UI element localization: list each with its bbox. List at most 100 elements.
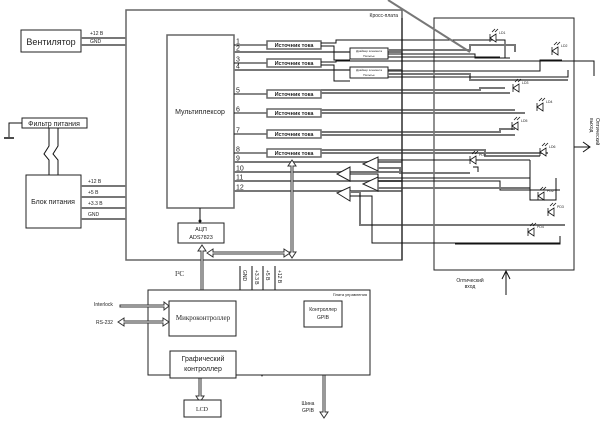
optical-output-label: Оптический (594, 118, 601, 146)
peltier-driver-label: Драйвер элемента (356, 49, 382, 53)
adc-label: АЦП (195, 227, 207, 233)
mux-channel-number: 2 (236, 46, 240, 53)
component-label: PD3 (557, 205, 564, 209)
gpib-controller-label: GPIB (317, 315, 330, 321)
component-label: PD2 (547, 189, 554, 193)
current-source-label: Источник тока (275, 111, 315, 117)
lcd-block (183, 399, 222, 418)
optical-input-label: вход (465, 284, 476, 290)
laser-diode-icon: LD4 (536, 97, 552, 112)
laser-diode-icon: LD2 (551, 41, 567, 56)
switch-wire (43, 128, 50, 175)
microcontroller-block (168, 300, 237, 337)
control-power-label: +5 В (264, 270, 270, 281)
laser-diode-icon: LD5 (511, 116, 527, 131)
power-filter-label: Фильтр питания (28, 121, 80, 128)
component-label: LD5 (521, 119, 527, 123)
multiplexer-label: Мультиплексор (175, 109, 225, 116)
lcd-label: LCD (196, 407, 209, 413)
photodiode-icon: PD4 (527, 222, 544, 237)
current-source-block (266, 40, 322, 50)
psu-line-label: +12 В (88, 179, 102, 185)
photodiode-amplifiers (335, 156, 565, 245)
peltier-driver-2 (349, 66, 389, 79)
graphics-controller-label: Графический (182, 355, 225, 363)
mux-channel-number: 7 (236, 128, 240, 135)
rs232-label: RS-232 (96, 320, 113, 326)
current-source-label: Источник тока (275, 151, 315, 157)
laser-diode-icon: LD1 (489, 28, 505, 43)
component-label: PD1 (479, 153, 486, 157)
amplifier-icon (361, 176, 379, 192)
photodiode-icon: PD1 (469, 150, 486, 165)
interlock-label: Interlock (94, 302, 113, 308)
optical-output-label: выход (588, 118, 594, 132)
photodiode-icon: PD2 (537, 186, 554, 201)
photodiode-icon: PD3 (547, 202, 564, 217)
control-power-label: +12 В (276, 270, 282, 284)
fan-line-label: GND (90, 39, 102, 45)
control-board-label: Плата управления (333, 292, 367, 297)
component-label: LD3 (522, 81, 528, 85)
mux-channel-number: 10 (236, 166, 244, 173)
gpib-bus-label: Шина (302, 401, 315, 407)
peltier-driver-label: Драйвер элемента (356, 68, 382, 72)
fan-label: Вентилятор (26, 37, 75, 47)
mux-channel-number: 8 (236, 147, 240, 154)
mux-channel-number: 9 (236, 156, 240, 163)
graphics-controller-label: контроллер (184, 366, 222, 373)
power-unit-block (25, 174, 82, 229)
laser-diode-icon: LD6 (539, 142, 555, 157)
adc-block (177, 222, 225, 244)
gpib-bus-label: GPIB (302, 408, 315, 414)
component-label: LD6 (549, 145, 555, 149)
peltier-driver-label: Пельтье (363, 54, 375, 58)
peltier-driver-label: Пельтье (363, 73, 375, 77)
laser-wiring (321, 0, 595, 157)
psu-line-label: +5 В (88, 190, 99, 196)
control-power-label: +3.3 В (253, 270, 259, 285)
optical-input-label: Оптический (456, 277, 484, 284)
i2c-label: I²C (175, 270, 184, 278)
interlock-arrow (119, 300, 170, 312)
optical-components: LD1 LD2 LD3 LD4 LD5 LD6 PD1 PD2 PD3 (469, 28, 567, 237)
amplifier-icon (361, 156, 379, 172)
mux-channel-number: 12 (236, 185, 244, 192)
arrow-icon (582, 141, 591, 153)
graphics-controller-block (169, 350, 237, 379)
current-source-block (266, 58, 322, 68)
adc-label: ADS7823 (189, 235, 213, 241)
psu-line-label: +3.3 В (88, 201, 103, 207)
fan-line-label: +12 В (90, 31, 104, 37)
cross-board-label: Кросс-плата (370, 13, 399, 19)
current-source-label: Источник тока (275, 61, 315, 67)
mux-channel-number: 3 (236, 57, 240, 64)
psu-lines (81, 185, 126, 220)
gpib-controller-label: Контроллер (309, 307, 337, 313)
component-label: LD2 (561, 44, 567, 48)
current-source-label: Источник тока (275, 132, 315, 138)
control-power-lines (239, 266, 276, 290)
mux-channel-number: 6 (236, 107, 240, 114)
mux-channel-number: 5 (236, 88, 240, 95)
gpib-controller-block (303, 300, 343, 328)
component-label: LD1 (499, 31, 505, 35)
mux-channel-number: 1 (236, 39, 240, 46)
current-source-label: Источник тока (275, 43, 315, 49)
arrow-icon (501, 269, 511, 280)
mux-channel-number: 4 (236, 64, 240, 71)
optical-module-frame (433, 17, 575, 271)
ground-wire (8, 122, 22, 137)
multiplexer-block (166, 34, 235, 209)
microcontroller-label: Микроконтроллер (176, 314, 231, 322)
amplifier-icon (335, 186, 351, 202)
fan-block (20, 29, 82, 53)
rs232-arrow (117, 317, 170, 327)
psu-line-label: GND (88, 212, 100, 218)
power-unit-label: Блок питания (31, 199, 75, 206)
component-label: PD4 (537, 225, 544, 229)
mux-channel-number: 11 (236, 175, 243, 182)
